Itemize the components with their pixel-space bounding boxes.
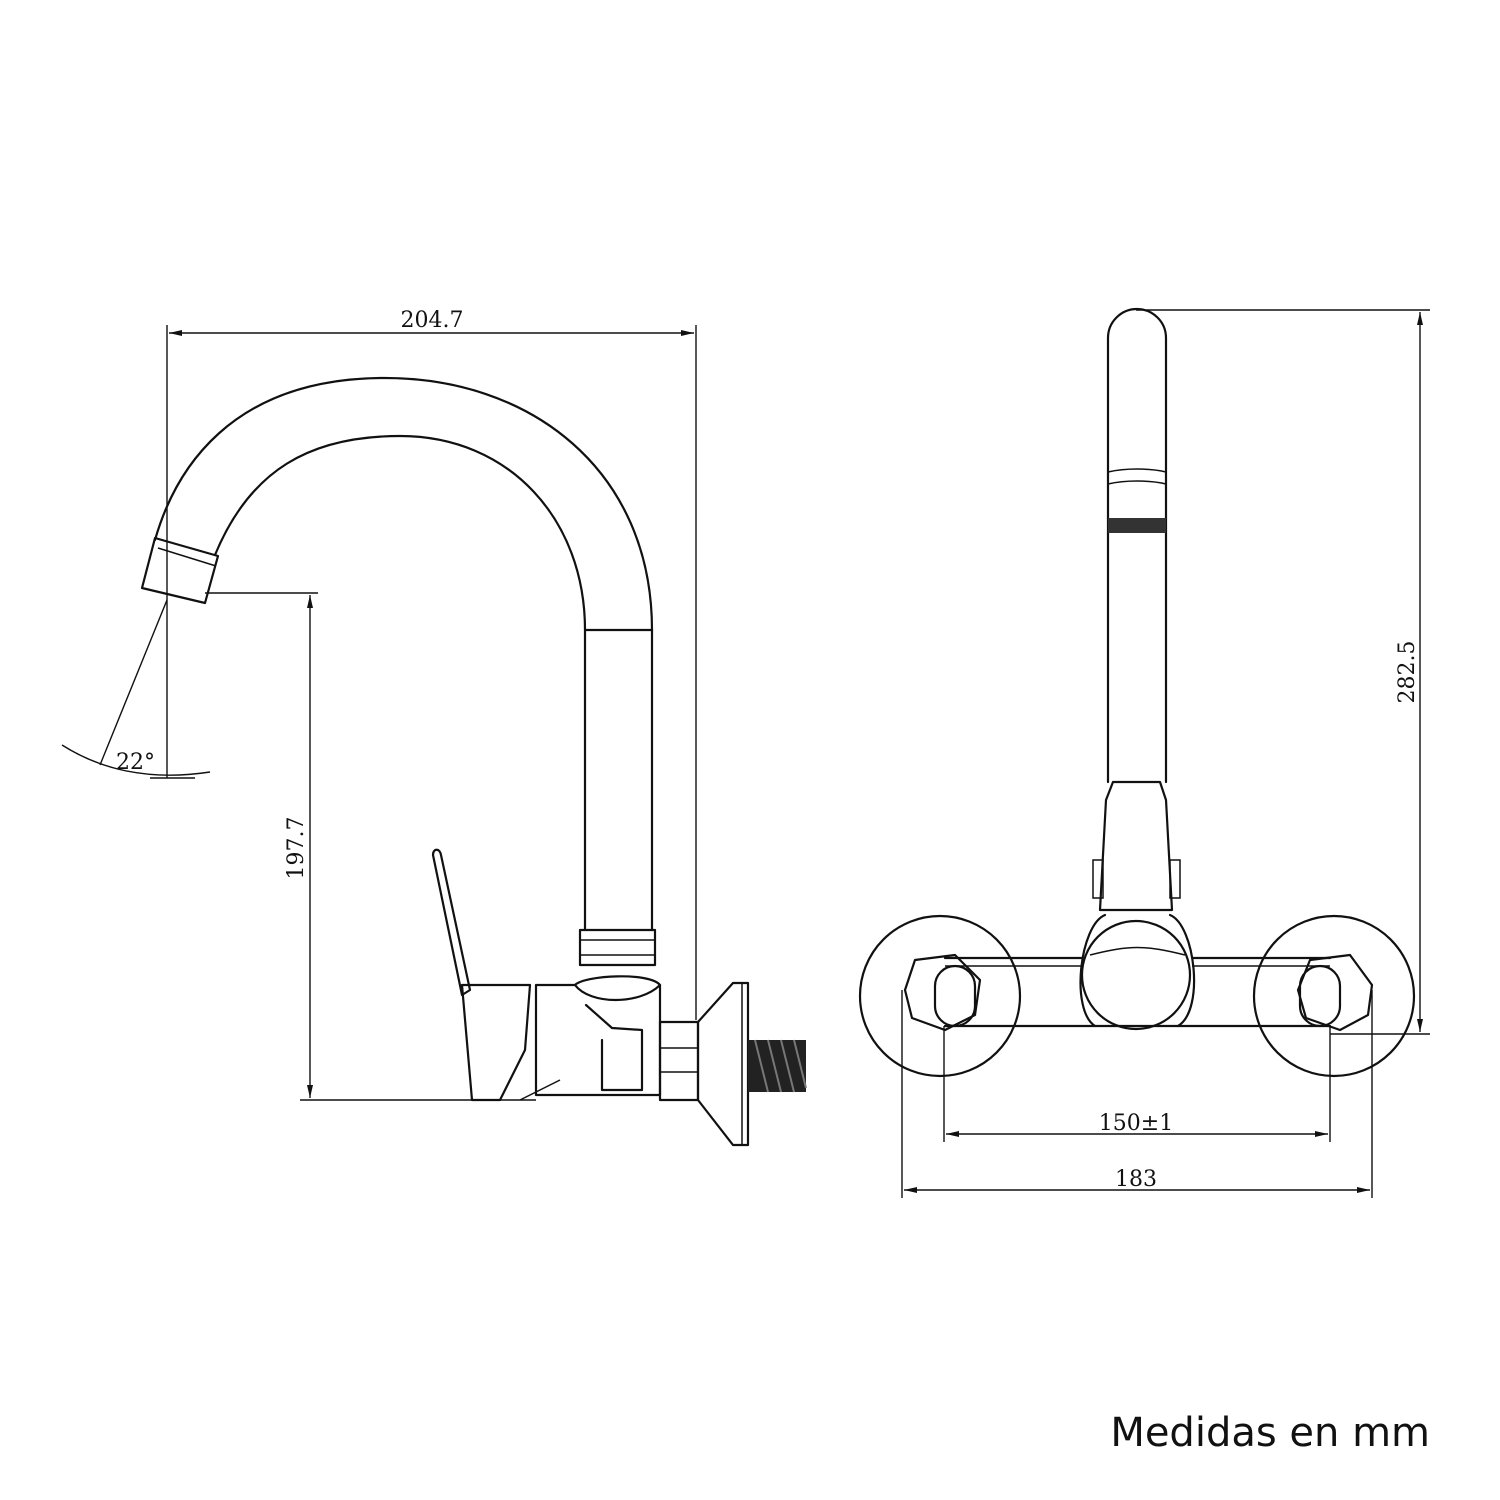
crossbar — [943, 956, 1332, 1028]
total-height-dimension: 282.5 — [1136, 309, 1430, 1035]
swivel-nut — [578, 928, 657, 967]
angle-value: 22° — [116, 750, 155, 775]
central-body — [1079, 913, 1196, 1031]
wall-flange — [696, 981, 750, 1147]
center-distance-dimension: 150±1 — [943, 1026, 1331, 1142]
height-value: 197.7 — [284, 817, 309, 880]
reach-dimension: 204.7 — [166, 308, 697, 1020]
center-distance-value: 150±1 — [1099, 1111, 1173, 1136]
spout-column — [1106, 307, 1168, 784]
hex-connector — [658, 1020, 700, 1102]
valve-body — [519, 975, 662, 1101]
lever-handle — [431, 848, 532, 1102]
total-height-value: 282.5 — [1395, 641, 1420, 704]
overall-width-dimension: 183 — [901, 990, 1373, 1198]
angle-dimension: 22° — [61, 599, 211, 779]
right-flange — [1252, 914, 1416, 1078]
overall-width-value: 183 — [1115, 1167, 1157, 1192]
left-flange — [858, 914, 1022, 1078]
height-dimension: 197.7 — [205, 592, 536, 1101]
reach-value: 204.7 — [401, 308, 464, 333]
units-note: Medidas en mm — [1110, 1410, 1430, 1456]
side-view: 204.7 197.7 22° — [61, 308, 807, 1147]
thread-connector — [748, 1039, 807, 1093]
front-view: 282.5 150±1 183 — [858, 307, 1430, 1198]
spout — [140, 376, 654, 932]
front-lever — [1092, 780, 1181, 912]
